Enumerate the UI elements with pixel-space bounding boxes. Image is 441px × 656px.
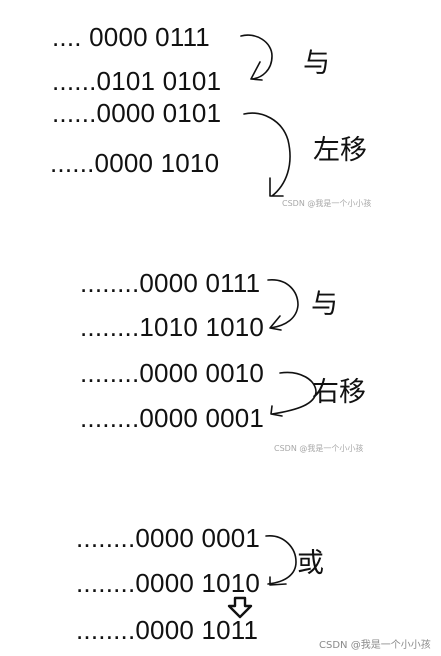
g1-line-1: .... 0000 0111 — [52, 22, 210, 52]
g1-brace-and — [240, 34, 273, 81]
g2-line-3: ........0000 0010 — [80, 358, 265, 388]
g1-op-shift-left: 左移 — [313, 135, 367, 166]
g1-watermark: CSDN @我是一个小小孩 — [282, 199, 372, 208]
csdn-watermark: CSDN @我是一个小小孩 — [319, 640, 431, 651]
down-arrow-icon — [227, 596, 253, 619]
g1-op-and: 与 — [303, 48, 330, 79]
g2-line-2: ........1010 1010 — [80, 312, 265, 342]
g2-op-shift-right: 右移 — [312, 377, 366, 408]
g1-line-4: ......0000 1010 — [50, 148, 220, 178]
g1-line-3: ......0000 0101 — [52, 98, 222, 128]
g1-line-2: ......0101 0101 — [52, 66, 222, 96]
g2-watermark: CSDN @我是一个小小孩 — [274, 444, 364, 453]
g3-line-3: ........0000 1011 — [76, 615, 259, 645]
g3-line-1: ........0000 0001 — [76, 523, 261, 553]
g2-brace-shift — [270, 371, 317, 417]
g2-line-1: ........0000 0111 — [80, 268, 261, 298]
g3-line-2: ........0000 1010 — [76, 568, 261, 598]
g2-brace-and — [267, 279, 299, 331]
g2-line-4: ........0000 0001 — [80, 403, 265, 433]
g3-brace-or — [265, 535, 297, 586]
g3-op-or: 或 — [297, 548, 324, 579]
g2-op-and: 与 — [311, 289, 338, 320]
g1-brace-shift — [243, 112, 291, 197]
